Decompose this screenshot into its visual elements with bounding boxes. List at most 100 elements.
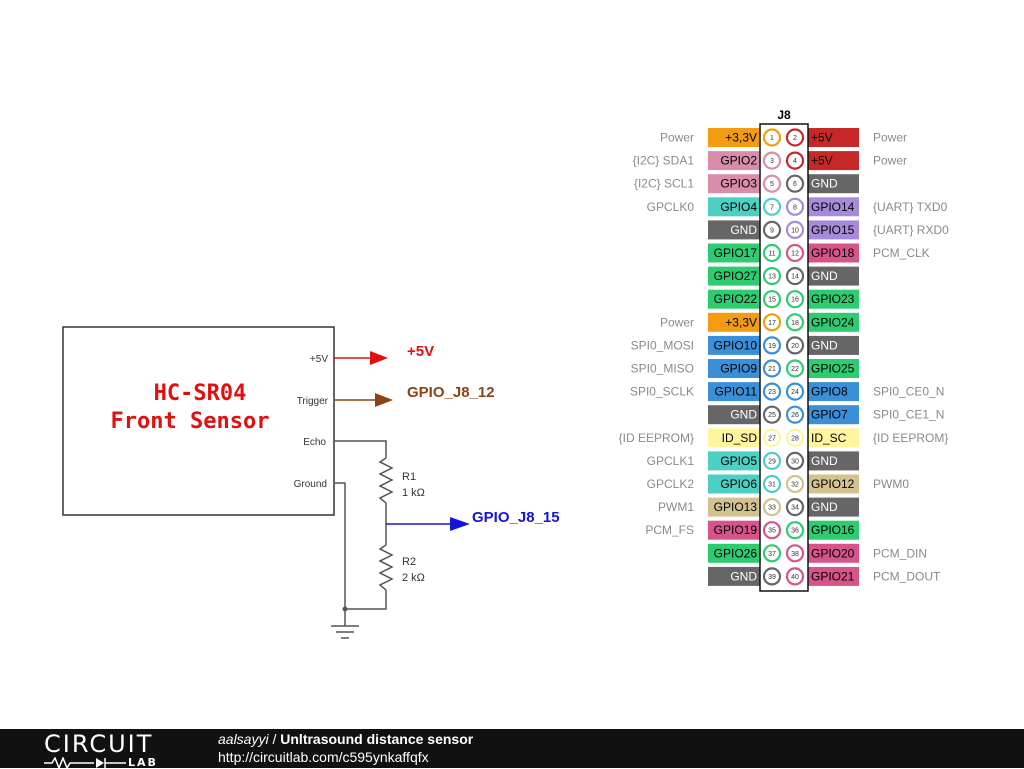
pin-circle bbox=[762, 128, 782, 147]
wire-echo: GPIO_J8_15 bbox=[386, 509, 560, 531]
right-pin-box bbox=[808, 497, 859, 517]
right-pin-name: GPIO25 bbox=[811, 362, 855, 376]
left-pin-box bbox=[708, 405, 760, 425]
r2-value: 2 kΩ bbox=[402, 572, 425, 584]
pin-circle bbox=[785, 498, 805, 517]
pin-circle bbox=[762, 474, 782, 494]
left-pin-name: ID_SD bbox=[722, 431, 758, 445]
pin-circle bbox=[762, 290, 782, 309]
pin-number: 39 bbox=[768, 574, 776, 581]
wire-5v: +5V bbox=[334, 343, 434, 365]
right-pin-box bbox=[808, 151, 859, 171]
pin-number: 37 bbox=[768, 551, 776, 558]
right-pin-name: GPIO24 bbox=[811, 315, 855, 329]
ground-icon bbox=[331, 625, 359, 639]
left-pin-name: GPIO9 bbox=[720, 362, 757, 376]
sensor-name: HC-SR04 bbox=[154, 381, 247, 406]
pin-number: 19 bbox=[768, 343, 776, 350]
author-link[interactable]: aalsayyi bbox=[218, 731, 269, 747]
right-pin-box bbox=[808, 382, 859, 402]
pin-circle bbox=[785, 451, 805, 470]
left-function-label: SPI0_MOSI bbox=[631, 338, 694, 352]
left-function-label: GPCLK0 bbox=[647, 200, 695, 214]
pin-number: 25 bbox=[768, 412, 776, 419]
left-function-label: PCM_FS bbox=[645, 523, 694, 537]
pin-circle bbox=[785, 243, 805, 263]
pin-circle bbox=[762, 405, 782, 424]
right-function-label: Power bbox=[873, 154, 907, 168]
left-pin-name: GPIO19 bbox=[714, 523, 758, 537]
right-function-label: {ID EEPROM} bbox=[873, 431, 948, 445]
pin-circle bbox=[762, 197, 782, 216]
left-function-label: {ID EEPROM} bbox=[619, 431, 694, 445]
pin-number: 10 bbox=[791, 227, 799, 234]
right-pin-box bbox=[808, 174, 859, 194]
right-pin-name: ID_SC bbox=[811, 431, 847, 445]
right-pin-name: GND bbox=[811, 500, 838, 514]
right-function-label: SPI0_CE1_N bbox=[873, 408, 944, 422]
net-label-5v: +5V bbox=[407, 343, 434, 360]
j8-outline bbox=[759, 123, 809, 592]
resistor-r1-icon bbox=[378, 457, 394, 504]
right-pin-name: GPIO12 bbox=[811, 477, 855, 491]
right-pin-box bbox=[808, 428, 859, 448]
pin-circle bbox=[785, 428, 805, 447]
right-pin-name: GPIO8 bbox=[811, 385, 848, 399]
logo-lab: LAB bbox=[128, 756, 158, 769]
pin-number: 16 bbox=[791, 297, 799, 304]
left-pin-box bbox=[708, 566, 760, 586]
pin-number: 27 bbox=[768, 435, 776, 442]
pin-number: 2 bbox=[793, 135, 797, 142]
left-pin-name: +3,3V bbox=[725, 131, 757, 145]
pin-circle bbox=[785, 544, 805, 563]
pin-number: 12 bbox=[791, 251, 799, 258]
pin-number: 24 bbox=[791, 389, 799, 396]
r1-name: R1 bbox=[402, 471, 416, 483]
right-function-label: {UART} TXD0 bbox=[873, 200, 948, 214]
left-pin-box bbox=[708, 382, 760, 402]
pin-circle bbox=[785, 128, 805, 147]
pin-circle bbox=[762, 151, 782, 170]
pin-circle bbox=[785, 521, 805, 540]
right-pin-box bbox=[808, 266, 859, 286]
right-function-label: PCM_DIN bbox=[873, 546, 927, 560]
left-pin-box bbox=[708, 520, 760, 540]
left-pin-name: GPIO11 bbox=[715, 385, 758, 399]
right-pin-name: +5V bbox=[811, 154, 833, 168]
pin-circle bbox=[785, 382, 805, 401]
junction-dot bbox=[342, 606, 348, 612]
left-pin-name: GPIO26 bbox=[714, 546, 758, 560]
right-pin-name: GND bbox=[811, 269, 838, 283]
pin-circle bbox=[785, 290, 805, 309]
r1-value: 1 kΩ bbox=[402, 487, 425, 499]
ground-net bbox=[331, 482, 359, 639]
right-pin-name: GPIO23 bbox=[811, 292, 855, 306]
left-pin-name: GPIO10 bbox=[714, 338, 758, 352]
pin-number: 30 bbox=[791, 458, 799, 465]
left-pin-box bbox=[708, 543, 760, 563]
arrow-trigger-icon bbox=[375, 393, 393, 407]
arrow-5v-icon bbox=[370, 351, 388, 365]
left-pin-name: GND bbox=[730, 223, 757, 237]
footer: CIRCUIT LAB aalsayyi / Unltrasound dista… bbox=[0, 729, 1024, 769]
pin-circle bbox=[785, 151, 805, 170]
right-function-label: {UART} RXD0 bbox=[873, 223, 949, 237]
pin-circle bbox=[785, 567, 805, 586]
net-label-echo: GPIO_J8_15 bbox=[472, 509, 560, 526]
circuit-url[interactable]: http://circuitlab.com/c595ynkaffqfx bbox=[218, 749, 429, 765]
right-pin-box bbox=[808, 289, 859, 309]
pin-number: 23 bbox=[768, 389, 776, 396]
pin-circle bbox=[785, 359, 805, 378]
byline: aalsayyi / Unltrasound distance sensor bbox=[218, 731, 473, 748]
pin-number: 17 bbox=[768, 320, 776, 327]
